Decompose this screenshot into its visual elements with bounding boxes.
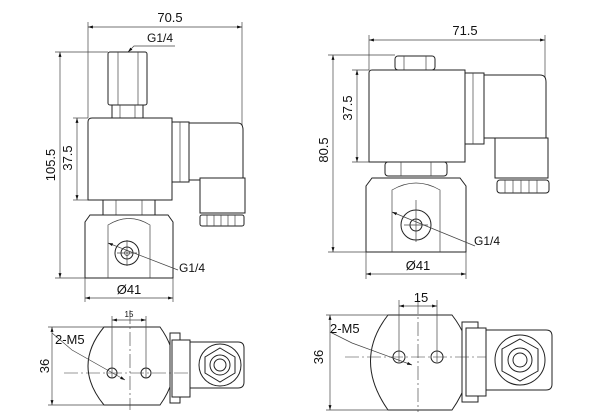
connector-flange xyxy=(171,121,190,183)
top-fitting xyxy=(107,51,148,106)
left-bottom-view: 15 2-M5 36 xyxy=(37,310,245,410)
diameter-label: Ø41 xyxy=(117,282,142,297)
body-outline xyxy=(370,314,470,411)
hole-spacing-label: 15 xyxy=(414,290,428,305)
valve-body xyxy=(84,214,174,279)
connector-housing xyxy=(189,341,245,389)
right-bottom-view: 15 2-M5 36 xyxy=(311,290,553,412)
coil-height-label: 37.5 xyxy=(60,145,75,170)
right-front-view: 71.5 G1/4 80.5 37.5 Ø41 xyxy=(316,23,550,279)
leader-line xyxy=(127,45,175,53)
height-label: 36 xyxy=(311,350,326,364)
connector-face xyxy=(198,343,242,387)
body-nut xyxy=(384,161,448,177)
coil-height-label: 37.5 xyxy=(340,95,355,120)
side-port-label: G1/4 xyxy=(474,234,500,248)
coil xyxy=(368,69,466,163)
width-label: 70.5 xyxy=(157,10,182,25)
diameter-label: Ø41 xyxy=(406,258,431,273)
leader-line xyxy=(51,332,126,381)
side-port-label: G1/4 xyxy=(179,261,205,275)
body-nut xyxy=(102,199,156,216)
connector-cap xyxy=(496,179,550,194)
connector-housing xyxy=(188,122,244,181)
hole-spacing-label: 15 xyxy=(125,310,134,319)
coil xyxy=(87,117,173,201)
top-port-label: G1/4 xyxy=(147,31,173,45)
connector-lower xyxy=(199,177,246,214)
holes-label: 2-M5 xyxy=(330,321,360,336)
left-front-view: 70.5 G1/4 G1/4 105.5 xyxy=(43,10,246,302)
total-height-label: 80.5 xyxy=(316,137,331,162)
connector-housing xyxy=(483,74,547,139)
leader-line xyxy=(329,331,413,366)
leader-line xyxy=(107,242,179,271)
width-label: 71.5 xyxy=(452,23,477,38)
total-height-label: 105.5 xyxy=(43,149,58,182)
connector-lower xyxy=(494,137,549,179)
leader-line xyxy=(391,211,476,247)
connector-face xyxy=(494,334,546,386)
connector-cap xyxy=(199,214,245,227)
top-nut xyxy=(394,55,436,71)
top-nut xyxy=(111,104,144,119)
hex-socket-icon xyxy=(501,338,539,382)
connector-flange xyxy=(464,72,485,145)
connector-housing xyxy=(485,329,553,391)
holes-label: 2-M5 xyxy=(55,332,85,347)
height-label: 36 xyxy=(37,359,52,373)
hex-socket-icon xyxy=(204,347,236,383)
